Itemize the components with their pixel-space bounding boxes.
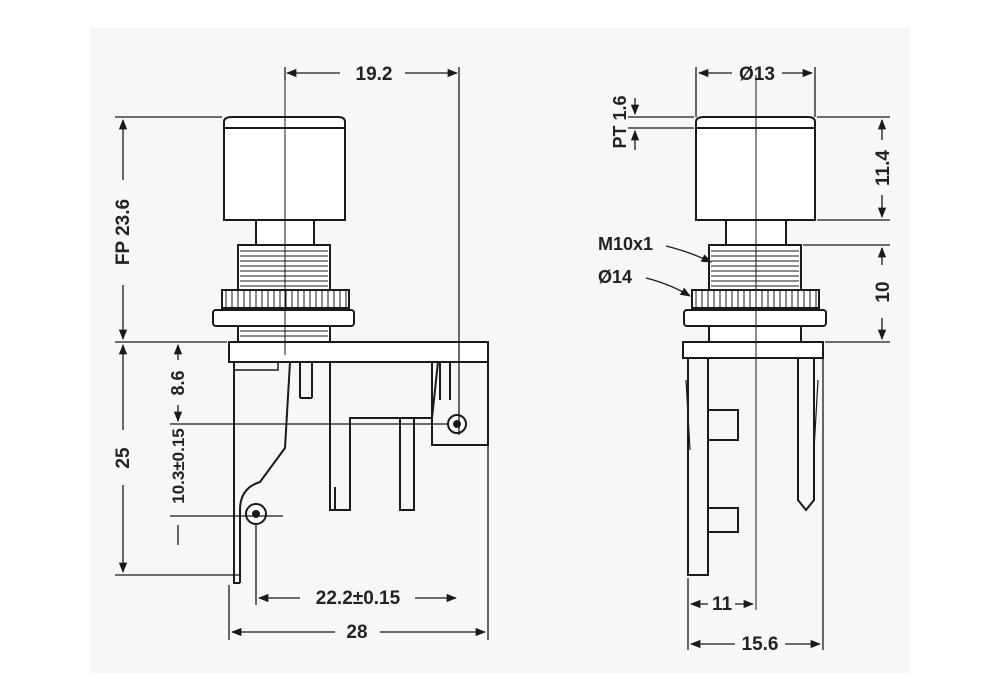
callout-m10x1: M10x1 <box>598 234 653 254</box>
front-nut <box>212 289 355 343</box>
dim-fp-23-6: FP 23.6 <box>113 199 134 265</box>
dim-15-6: 15.6 <box>742 634 779 655</box>
side-housing <box>682 341 824 576</box>
dim-22-2: 22.2±0.15 <box>316 588 401 609</box>
dim-pt-1-6: PT 1.6 <box>610 95 630 148</box>
front-dimensions <box>115 67 489 640</box>
front-thread <box>237 244 331 291</box>
dim-diam-13: Ø13 <box>739 64 775 85</box>
dim-25: 25 <box>113 447 134 469</box>
side-thread <box>708 244 802 291</box>
front-view <box>212 75 489 584</box>
side-nut <box>683 289 827 343</box>
dim-19-2: 19.2 <box>356 64 393 85</box>
side-dimensions <box>628 67 890 650</box>
dim-28: 28 <box>346 622 367 643</box>
dim-8-6: 8.6 <box>168 370 188 395</box>
dim-11: 11 <box>712 594 733 615</box>
dim-11-4: 11.4 <box>873 150 894 186</box>
side-view <box>682 75 827 610</box>
dim-10: 10 <box>873 281 894 302</box>
callout-diam-14: Ø14 <box>598 267 632 287</box>
front-housing <box>228 341 489 584</box>
dim-10-3: 10.3±0.15 <box>169 428 188 504</box>
